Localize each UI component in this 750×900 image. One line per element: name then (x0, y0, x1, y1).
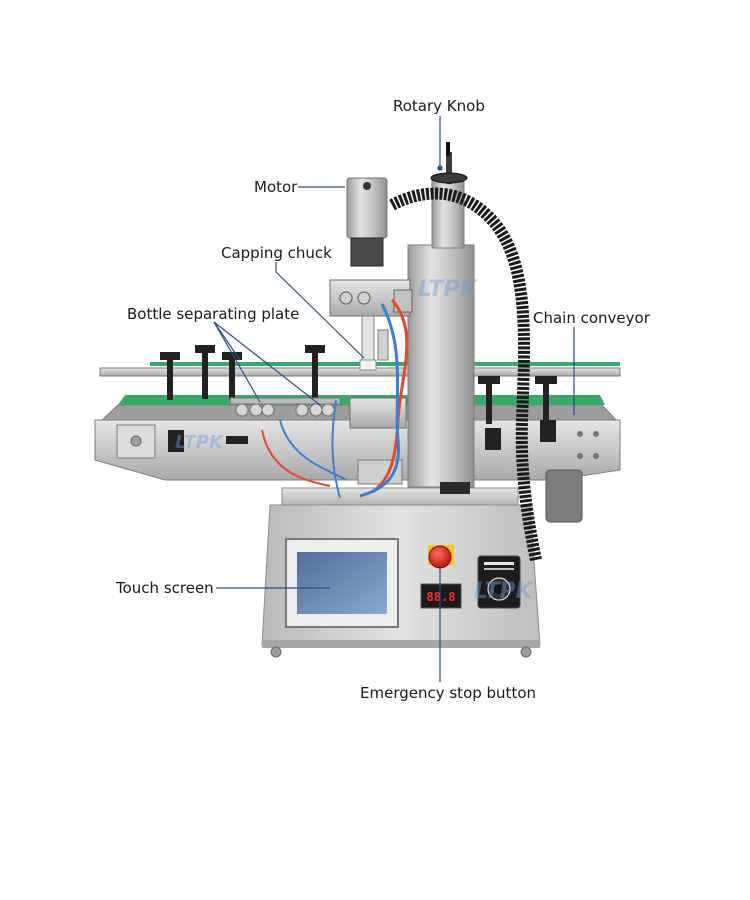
watermark: LTPK (474, 579, 535, 604)
label-motor: Motor (254, 178, 298, 196)
leader-bottle-plate-b (213, 321, 261, 403)
speed-controller (477, 555, 521, 609)
label-chain-conveyor: Chain conveyor (533, 309, 650, 327)
conveyor-motor (545, 469, 583, 523)
label-emergency-stop-button: Emergency stop button (360, 684, 537, 702)
digital-display: 88.8 (420, 583, 462, 609)
capping-head-assembly (261, 142, 475, 499)
watermark: LTPK (175, 432, 225, 453)
leader-lines (213, 116, 575, 682)
watermark: LTPK (418, 277, 479, 302)
label-capping-chuck: Capping chuck (221, 244, 332, 262)
leader-bottle-plate-c (213, 321, 321, 406)
leader-capping-chuck-b (275, 271, 365, 359)
touch-screen (285, 538, 399, 628)
label-touch-screen: Touch screen (116, 579, 214, 597)
leader-dot-rotary-knob (437, 165, 443, 171)
cable-hose (389, 187, 542, 562)
label-bottle-separating-plate: Bottle separating plate (127, 305, 300, 323)
display-readout: 88.8 (427, 590, 456, 604)
label-rotary-knob: Rotary Knob (393, 97, 485, 115)
emergency-stop-button (428, 545, 454, 569)
